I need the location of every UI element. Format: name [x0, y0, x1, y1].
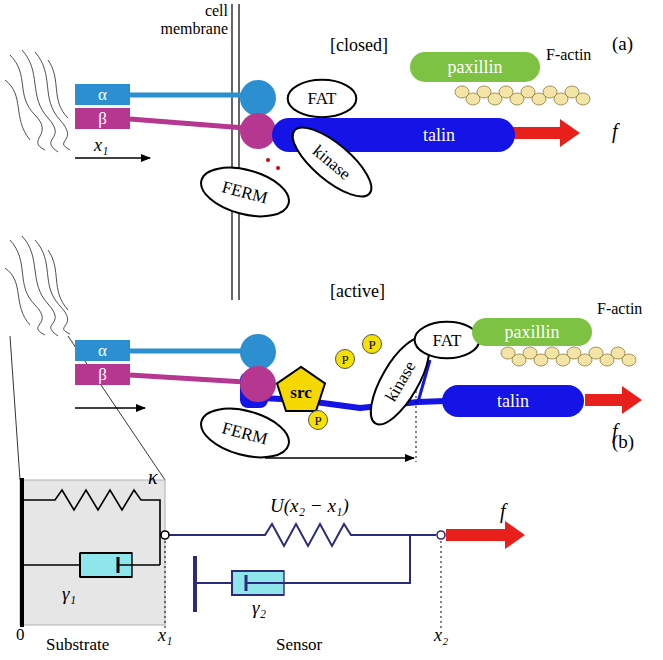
alpha-subunit: α — [75, 340, 130, 361]
contact-dot — [266, 158, 270, 162]
ferm-domain: FERM — [195, 399, 296, 467]
integrin-closed — [130, 80, 276, 149]
force-arrow — [585, 386, 642, 414]
x1-arrow — [75, 407, 145, 408]
panel-label: (a) — [612, 34, 633, 55]
origin-label: 0 — [16, 626, 25, 645]
potential-label: U(x₂ − x₁) — [270, 496, 349, 517]
src-kinase: src — [276, 366, 326, 412]
node-text: paxillin — [505, 323, 560, 341]
node-text: α — [98, 342, 107, 359]
node-text: src — [290, 384, 311, 401]
joint — [161, 531, 169, 539]
extension-arrow — [265, 457, 414, 458]
displacement-label: x₁ — [94, 136, 108, 156]
ferm-domain: FERM — [195, 158, 296, 226]
friction-label: γ₂ — [252, 598, 266, 619]
phosphate: P — [335, 349, 355, 369]
node-text: P — [341, 353, 348, 366]
alpha-subunit: α — [75, 84, 130, 105]
position-label: x₂ — [434, 626, 448, 646]
phosphate: P — [362, 334, 382, 354]
contact-dot — [276, 166, 280, 170]
zoom-line — [10, 336, 20, 480]
phosphate: P — [308, 410, 328, 430]
filament-label: F-actin — [546, 46, 591, 64]
node-text: P — [314, 414, 321, 427]
stiffness-label: κ — [148, 466, 158, 488]
spring-u — [169, 524, 436, 546]
zoom-line — [68, 336, 165, 480]
membrane-lines — [232, 4, 239, 300]
friction-label: γ₁ — [62, 584, 76, 605]
membrane-label: cell membrane — [150, 2, 228, 37]
state-label: [closed] — [330, 36, 388, 56]
filament-label: F-actin — [597, 300, 642, 318]
fat-domain: FAT — [414, 321, 480, 359]
fat-domain: FAT — [287, 79, 357, 118]
region-label: Substrate — [46, 636, 109, 655]
panel-label: (b) — [612, 432, 634, 453]
node-text: FAT — [308, 90, 337, 107]
substrate-box — [20, 480, 165, 625]
node-text: β — [98, 110, 107, 127]
force-label: f — [500, 500, 506, 522]
node-text: talin — [423, 126, 455, 144]
dashpot-gamma1 — [22, 553, 160, 577]
force-arrow — [446, 521, 525, 549]
node-text: FAT — [433, 332, 462, 349]
position-guides — [165, 541, 441, 628]
node-text: paxillin — [448, 58, 503, 76]
x1-arrow — [75, 157, 150, 158]
node-text: β — [98, 366, 107, 383]
talin-box: talin — [442, 385, 584, 417]
node-text: α — [98, 86, 107, 103]
paxillin-box: paxillin — [410, 52, 540, 82]
position-label: x₁ — [158, 626, 172, 646]
beta-subunit: β — [75, 108, 130, 129]
node-text: talin — [497, 392, 529, 410]
force-label: f — [612, 120, 618, 142]
region-label: Sensor — [276, 636, 322, 655]
joint — [437, 531, 445, 539]
ecm-fibres — [5, 50, 70, 336]
force-arrow — [512, 119, 580, 147]
beta-subunit: β — [75, 364, 130, 385]
state-label: [active] — [330, 282, 385, 302]
paxillin-box: paxillin — [472, 318, 592, 346]
node-text: P — [368, 338, 375, 351]
dashpot-gamma2 — [195, 535, 410, 612]
